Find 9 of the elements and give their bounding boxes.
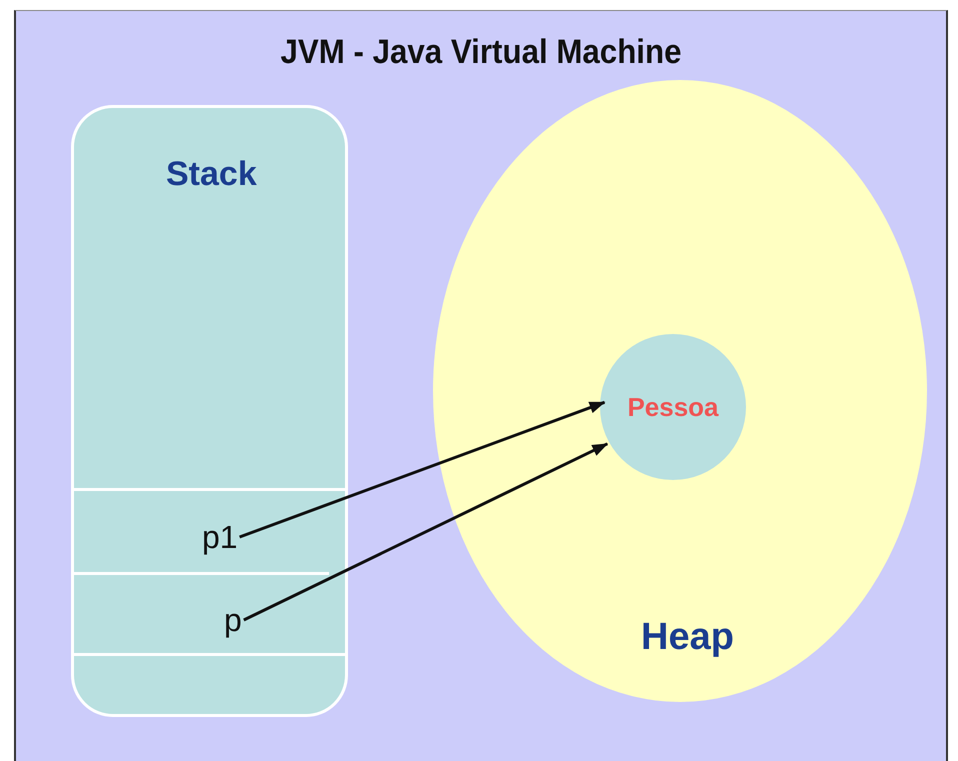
stack-heading: Stack <box>166 155 257 194</box>
stack-panel <box>71 105 348 717</box>
heap-heading: Heap <box>641 616 734 659</box>
arrow <box>239 400 606 538</box>
variable-name: p <box>224 604 242 636</box>
object-name: Pessoa <box>627 392 719 422</box>
variable-name: p1 <box>202 521 238 553</box>
diagram-title: JVM - Java Virtual Machine <box>280 33 682 72</box>
arrow <box>243 442 608 622</box>
